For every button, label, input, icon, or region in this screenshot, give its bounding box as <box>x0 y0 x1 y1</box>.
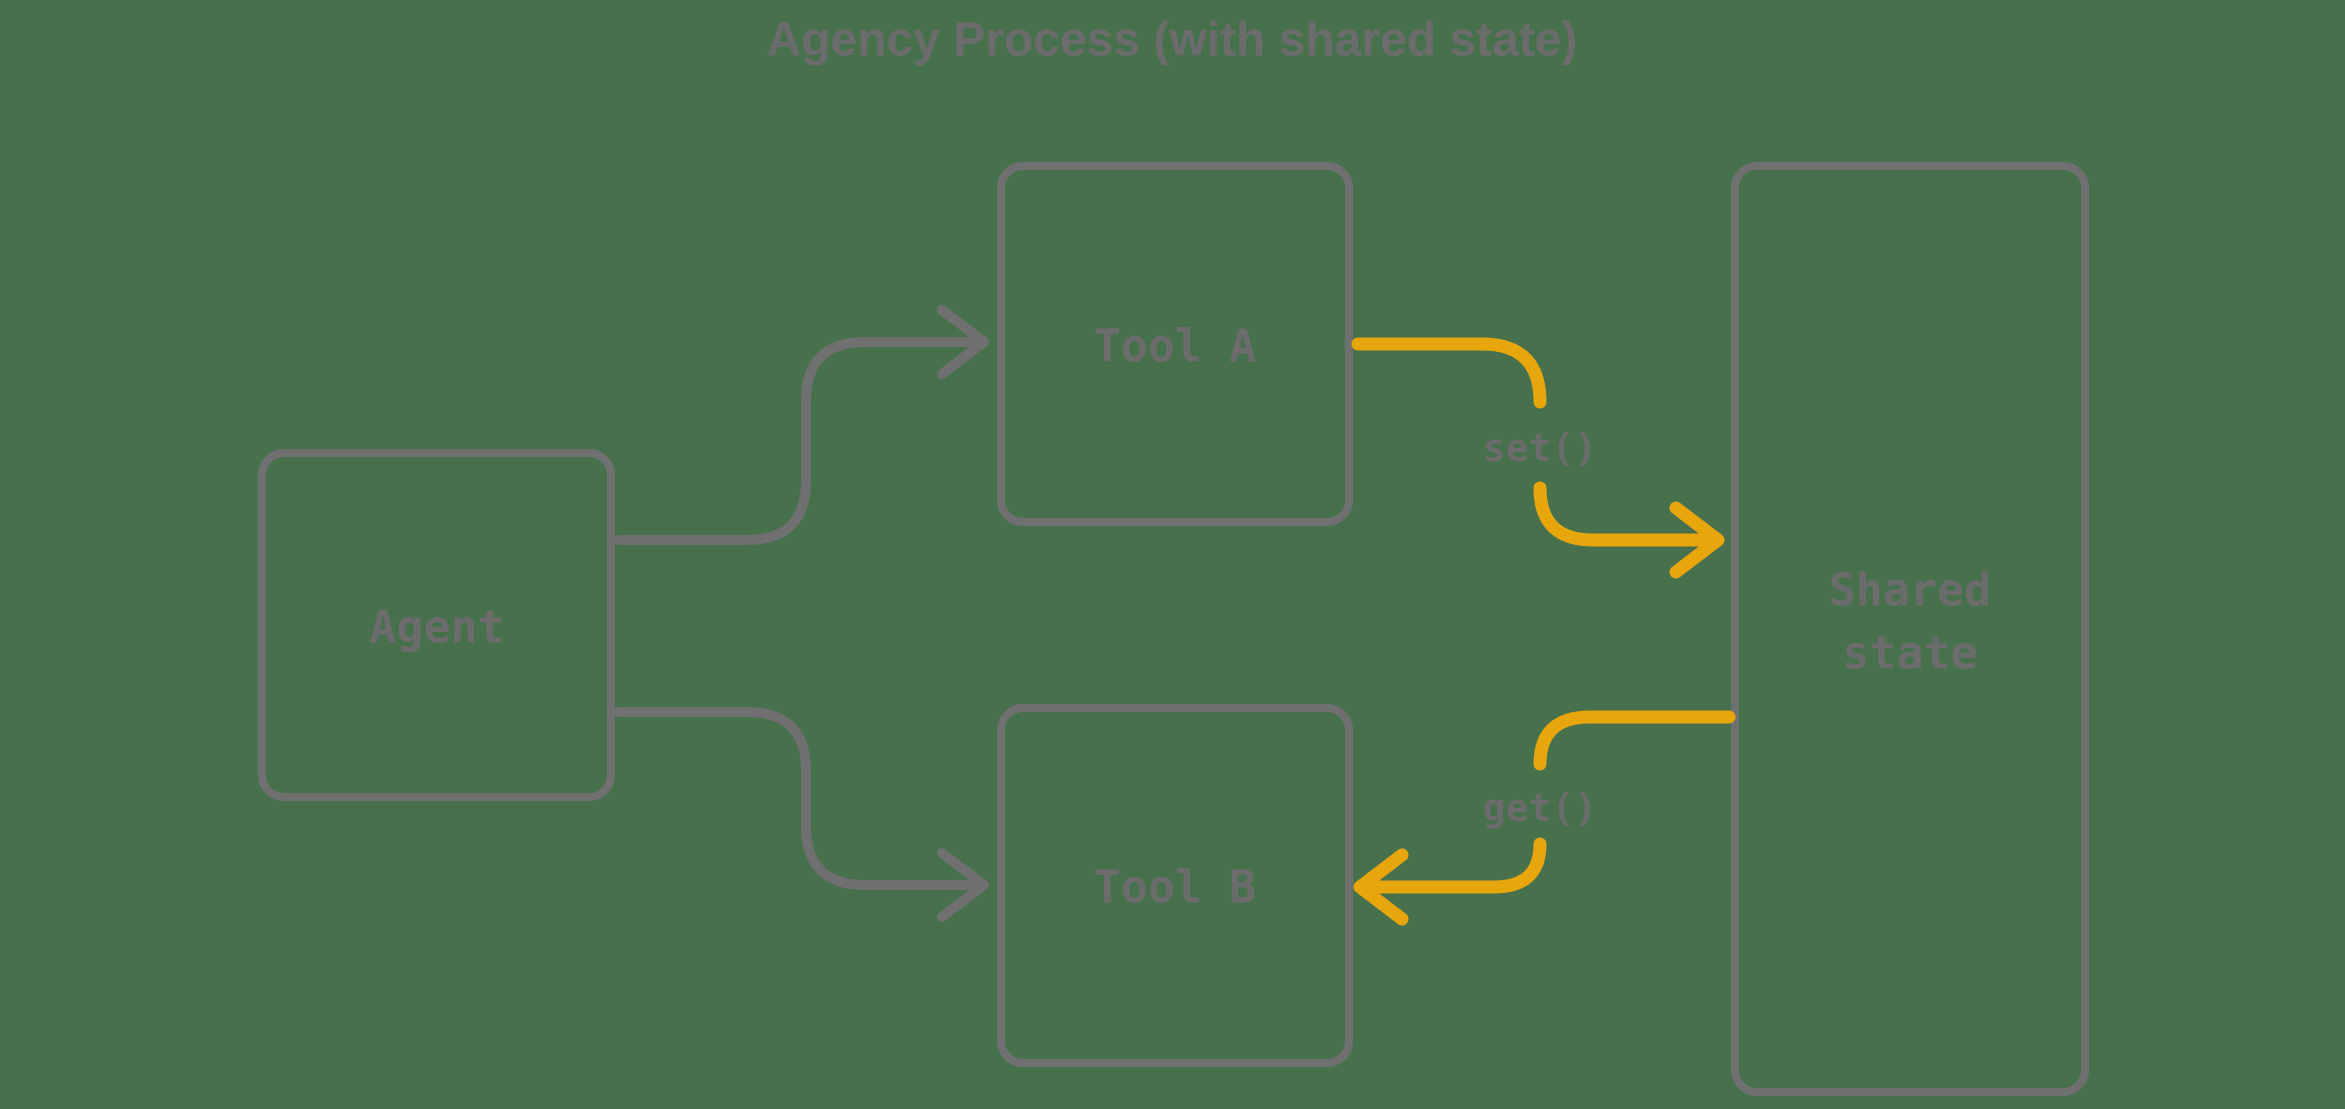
get-arrow-lower-line <box>1369 837 1547 894</box>
tool-a-label: Tool A <box>1094 320 1257 373</box>
get-arrowhead-icon <box>1353 848 1409 926</box>
agent-label: Agent <box>369 601 504 654</box>
diagram-title: Agency Process (with shared state) <box>767 14 1578 67</box>
get-arrow: get() <box>1353 710 1736 926</box>
set-arrowhead-icon <box>1669 501 1725 579</box>
set-arrow: set() <box>1351 337 1725 579</box>
tool-b-label: Tool B <box>1094 861 1257 914</box>
tool-a-box <box>997 162 1353 526</box>
agent-to-tool-a-arrowhead-icon <box>937 305 989 379</box>
set-label: set() <box>1483 426 1597 470</box>
agent-to-tool-b-arrowhead-icon <box>937 848 989 922</box>
shared-state-node: Shared state <box>1731 162 2089 1096</box>
tool-b-box <box>997 704 1353 1067</box>
shared-state-label-line1: Shared <box>1829 564 1992 617</box>
agent-to-tool-a-arrow-line <box>614 337 977 545</box>
agent-to-tool-a-arrow <box>614 305 989 545</box>
shared-state-box <box>1731 162 2089 1096</box>
shared-state-label-line2: state <box>1842 627 1977 680</box>
set-arrow-lower-line <box>1533 481 1709 547</box>
agent-to-tool-b-arrow-line <box>614 707 977 890</box>
agent-to-tool-b-arrow <box>614 707 989 922</box>
agent-box <box>258 449 615 801</box>
get-arrow-upper-line <box>1533 710 1736 771</box>
tool-a-node: Tool A <box>997 162 1353 526</box>
tool-b-node: Tool B <box>997 704 1353 1067</box>
set-arrow-upper-line <box>1351 337 1547 409</box>
agent-node: Agent <box>258 449 615 801</box>
get-label: get() <box>1483 786 1597 830</box>
